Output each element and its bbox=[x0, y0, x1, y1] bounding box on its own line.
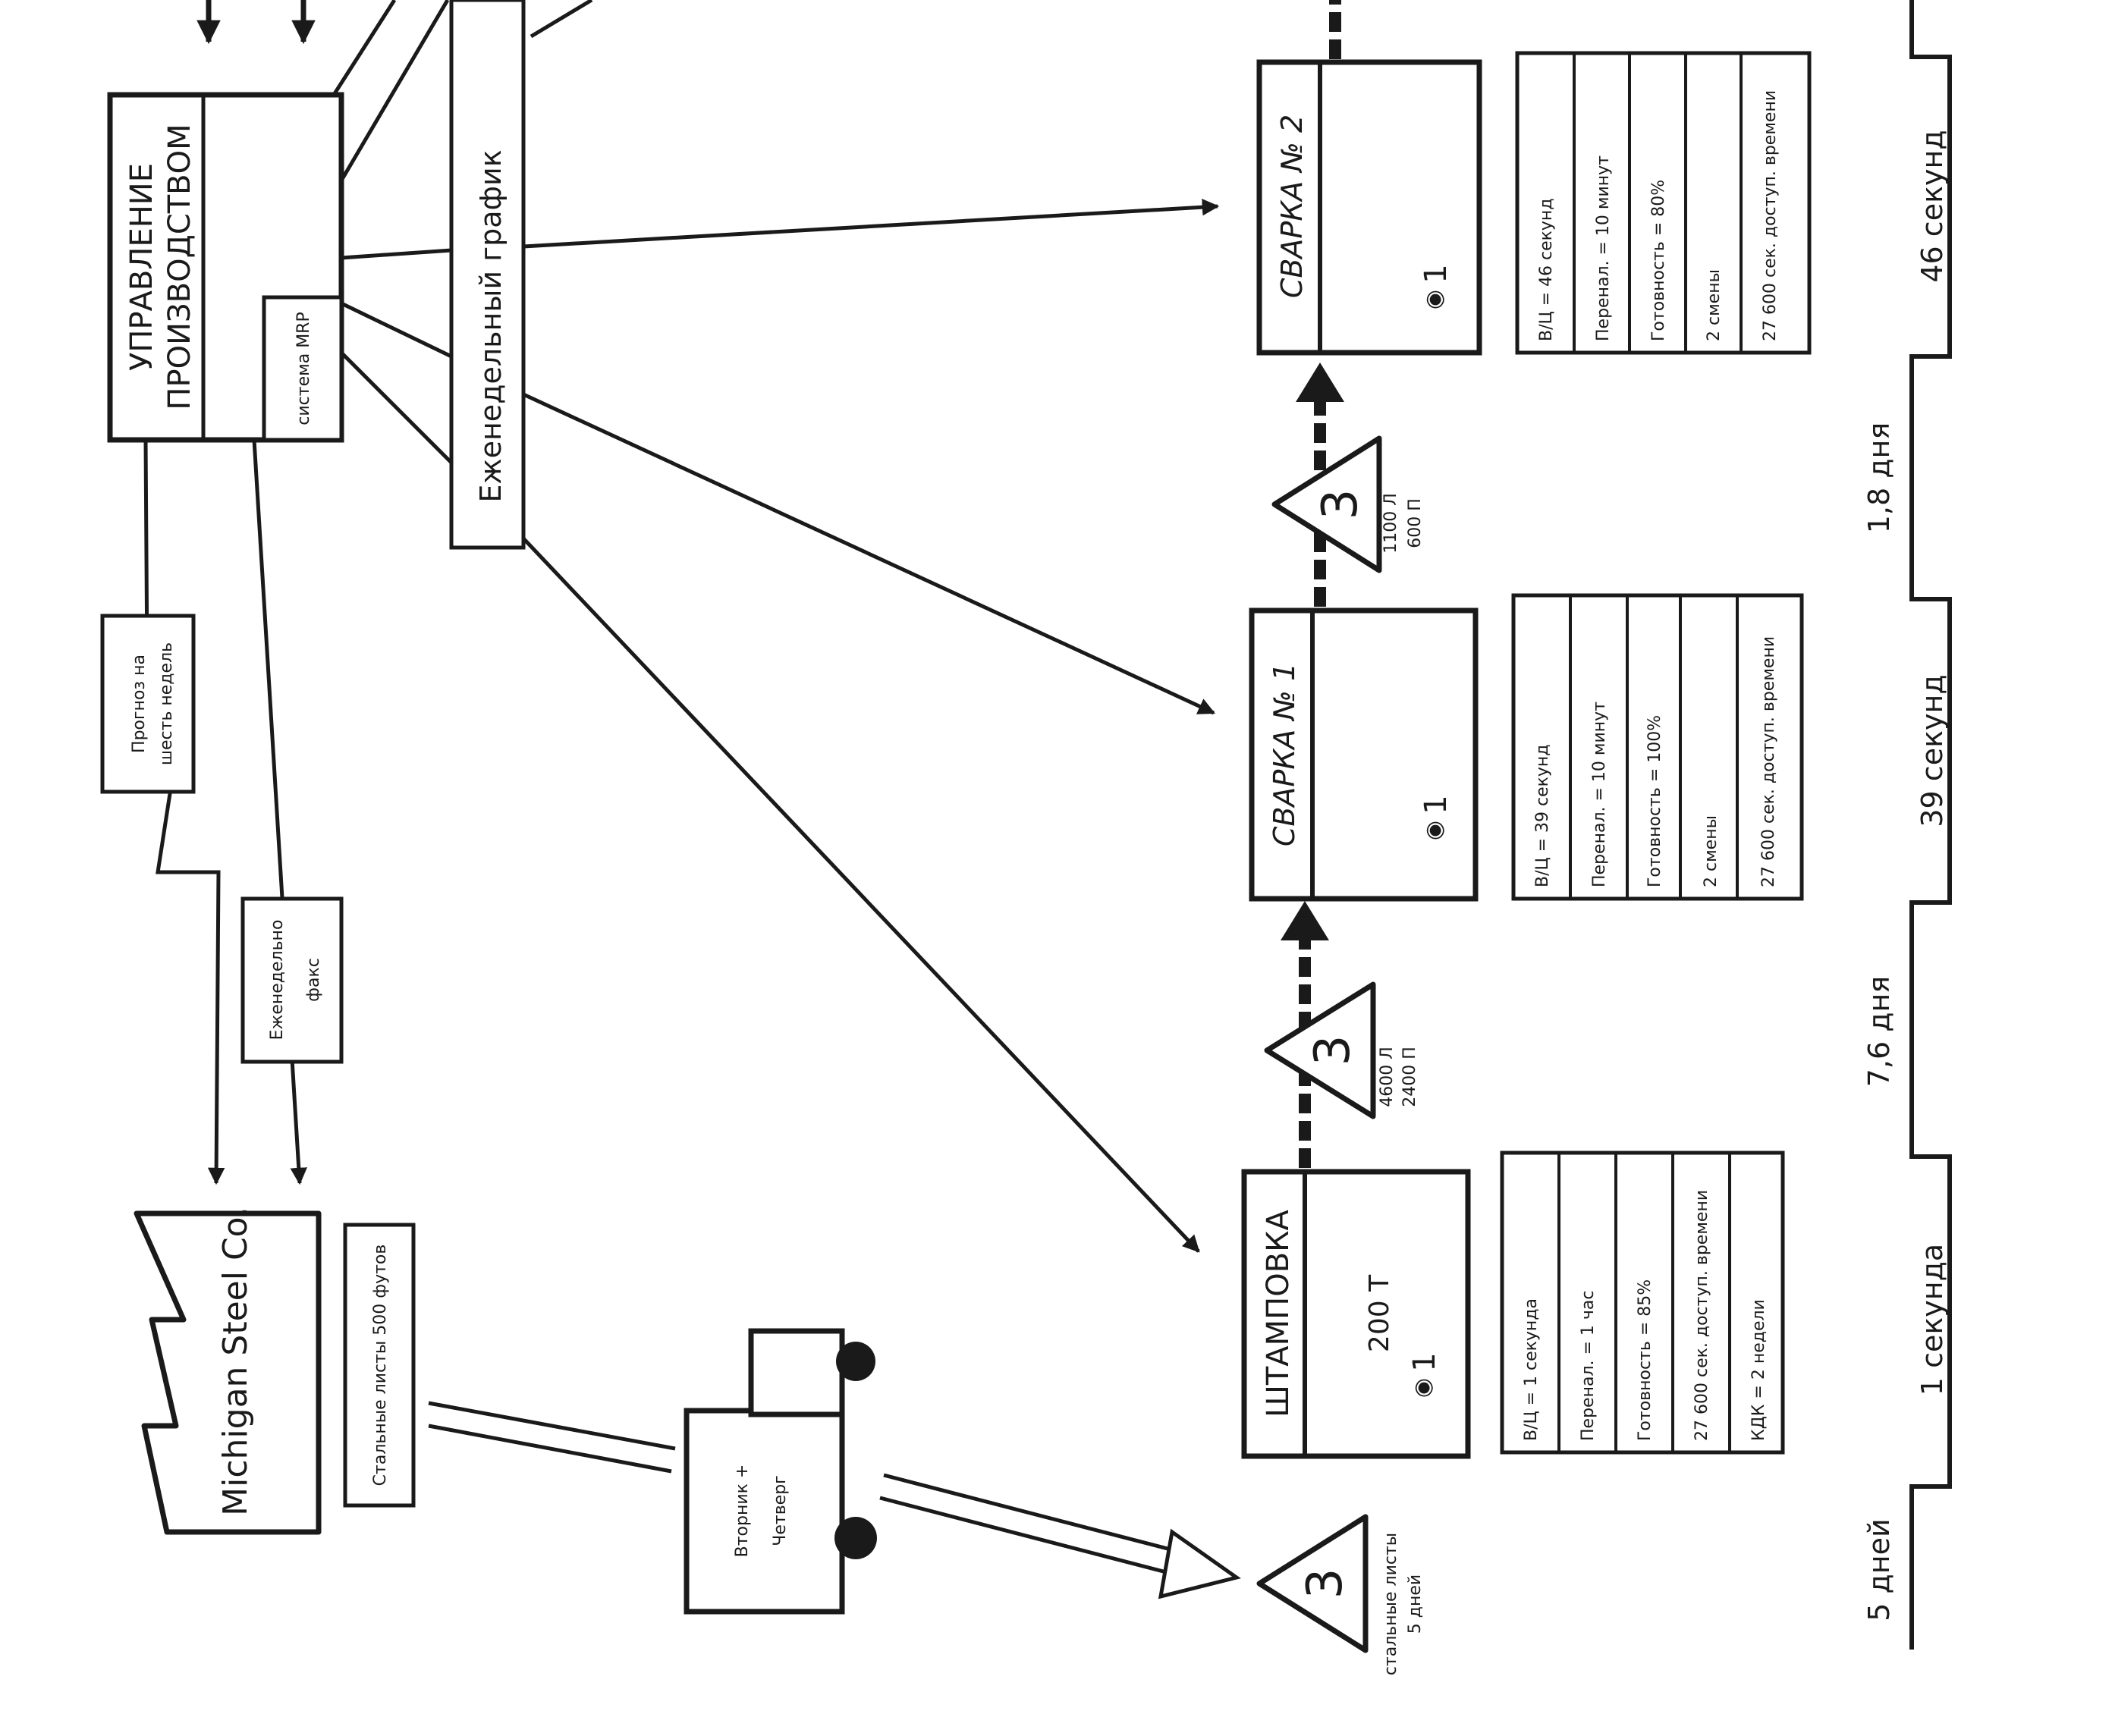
forecast-line-1: Прогноз на bbox=[130, 655, 149, 753]
process-stamping-title: ШТАМПОВКА bbox=[1261, 1209, 1296, 1417]
inventory-1-line-2: 2400 П bbox=[1400, 1047, 1419, 1107]
welding-1-data-row: 2 смены bbox=[1702, 815, 1721, 887]
push-arrow-2 bbox=[1296, 363, 1344, 607]
supplier-name: Michigan Steel Co. bbox=[216, 1207, 255, 1516]
inventory-2-line-2: 600 П bbox=[1406, 498, 1425, 548]
stamping-data-row: Перенал. = 1 час bbox=[1579, 1291, 1598, 1441]
lead-time-1: 5 дней bbox=[1862, 1518, 1896, 1621]
forecast-line-2: шесть недель bbox=[157, 642, 176, 765]
welding-1-data-row: В/Ц = 39 секунд bbox=[1533, 744, 1552, 887]
process-welding-2-title: СВАРКА № 2 bbox=[1275, 115, 1309, 298]
welding-2-data-row: Готовность = 80% bbox=[1649, 180, 1668, 341]
weekly-fax-arrow: Еженедельно факс bbox=[240, 439, 344, 1185]
process-stamping: ШТАМПОВКА 200 Т ◉ 1 bbox=[1241, 1169, 1471, 1459]
inventory-2-line-1: 1100 Л bbox=[1381, 493, 1400, 554]
process-welding-2-operators: 1 bbox=[1419, 264, 1454, 283]
production-control-title-1: УПРАВЛЕНИЕ bbox=[124, 163, 159, 371]
weekly-fax-line-2: факс bbox=[304, 958, 323, 1002]
supplier-factory: Michigan Steel Co. Стальные листы 500 фу… bbox=[134, 1207, 416, 1535]
lead-time-3: 1,8 дня bbox=[1862, 422, 1896, 534]
inventory-triangle-1: 3 4600 Л 2400 П bbox=[1264, 981, 1419, 1119]
raw-inventory-line-2: 5 дней bbox=[1406, 1574, 1425, 1634]
operator-icon: ◉ bbox=[1410, 1378, 1436, 1398]
raw-inventory-symbol: 3 bbox=[1297, 1568, 1353, 1599]
inventory-triangle-2: 3 1100 Л 600 П bbox=[1271, 435, 1425, 573]
inventory-2-symbol: 3 bbox=[1312, 489, 1369, 520]
process-time-1: 1 секунда bbox=[1916, 1244, 1949, 1395]
supplier-info: Стальные листы 500 футов bbox=[371, 1245, 390, 1486]
welding-1-data-row: 27 600 сек. доступ. времени bbox=[1759, 636, 1778, 887]
operator-icon: ◉ bbox=[1421, 821, 1447, 840]
process-welding-1-data-box: В/Ц = 39 секунд Перенал. = 10 минут Гото… bbox=[1511, 593, 1804, 901]
process-welding-2-data-box: В/Ц = 46 секунд Перенал. = 10 минут Гото… bbox=[1515, 51, 1812, 355]
process-welding-1: СВАРКА № 1 ◉ 1 bbox=[1249, 607, 1479, 902]
production-control-box: УПРАВЛЕНИЕ ПРОИЗВОДСТВОМ система MRP bbox=[107, 92, 344, 443]
truck-line-1: Вторник + bbox=[733, 1464, 752, 1558]
operator-icon: ◉ bbox=[1421, 290, 1447, 309]
raw-inventory-line-1: стальные листы bbox=[1381, 1533, 1400, 1675]
process-stamping-body: 200 Т bbox=[1364, 1274, 1395, 1352]
truck-line-2: Четверг bbox=[771, 1475, 790, 1546]
inventory-1-symbol: 3 bbox=[1305, 1035, 1361, 1066]
stamping-data-row: КДК = 2 недели bbox=[1749, 1299, 1768, 1441]
weekly-schedule-label: Еженедельный график bbox=[474, 149, 508, 502]
mrp-system-label: система MRP bbox=[294, 312, 313, 425]
stamping-data-row: Готовность = 85% bbox=[1636, 1279, 1655, 1441]
stamping-data-row: 27 600 сек. доступ. времени bbox=[1692, 1190, 1711, 1441]
process-stamping-data-box: В/Ц = 1 секунда Перенал. = 1 час Готовно… bbox=[1500, 1151, 1785, 1455]
timeline: 5 дней 7,6 дня 1,8 дня 1 секунда 39 секу… bbox=[1862, 0, 1952, 1650]
process-time-2: 39 секунд bbox=[1916, 674, 1949, 827]
stamping-data-row: В/Ц = 1 секунда bbox=[1522, 1298, 1541, 1441]
welding-1-data-row: Перенал. = 10 минут bbox=[1590, 702, 1609, 887]
shipment-lines bbox=[428, 1401, 1241, 1599]
production-control-title-2: ПРОИЗВОДСТВОМ bbox=[162, 124, 197, 410]
process-welding-1-operators: 1 bbox=[1419, 795, 1454, 814]
welding-2-data-row: 27 600 сек. доступ. времени bbox=[1761, 90, 1780, 341]
process-time-3: 46 секунд bbox=[1916, 130, 1949, 282]
welding-1-data-row: Готовность = 100% bbox=[1645, 715, 1664, 887]
welding-2-data-row: В/Ц = 46 секунд bbox=[1537, 198, 1556, 341]
raw-inventory-triangle: 3 стальные листы 5 дней bbox=[1256, 1514, 1425, 1675]
weekly-schedule-box: Еженедельный график bbox=[449, 0, 526, 550]
welding-2-data-row: Перенал. = 10 минут bbox=[1594, 155, 1613, 341]
process-stamping-operators: 1 bbox=[1407, 1352, 1442, 1371]
weekly-fax-line-1: Еженедельно bbox=[268, 920, 287, 1041]
schedule-arrows bbox=[522, 198, 1220, 1253]
inventory-1-line-1: 4600 Л bbox=[1378, 1047, 1397, 1107]
process-welding-1-title: СВАРКА № 1 bbox=[1268, 663, 1301, 846]
truck-icon: Вторник + Четверг bbox=[684, 1328, 877, 1615]
pc-to-schedule-lines bbox=[340, 248, 453, 464]
process-welding-2: СВАРКА № 2 ◉ 1 bbox=[1256, 59, 1482, 356]
welding-2-data-row: 2 смены bbox=[1705, 269, 1724, 341]
forecast-arrow: Прогноз на шесть недель bbox=[100, 439, 225, 1185]
lead-time-2: 7,6 дня bbox=[1862, 976, 1896, 1088]
